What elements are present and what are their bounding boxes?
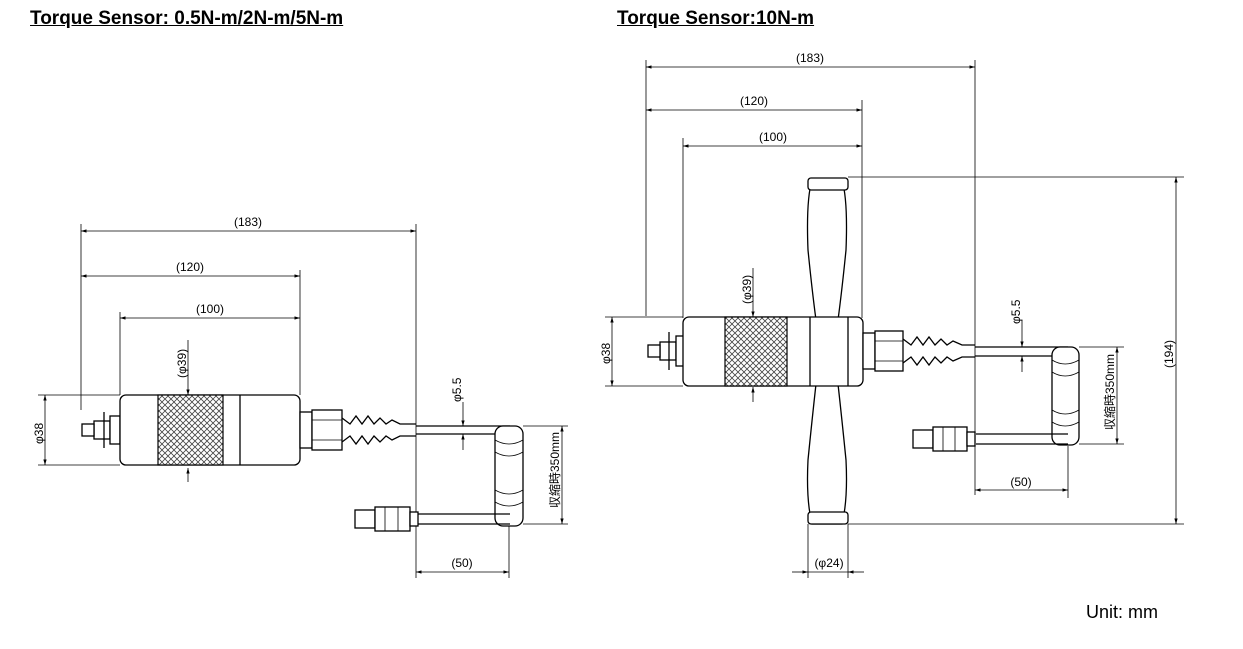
unit-label: Unit: mm	[1086, 602, 1158, 622]
left-knurl-grip	[157, 394, 224, 466]
title-left: Torque Sensor: 0.5N-m/2N-m/5N-m	[30, 8, 344, 29]
left-connector-nut	[311, 409, 343, 451]
left-dim-50: (50)	[451, 556, 472, 570]
right-dim-183: (183)	[796, 51, 824, 65]
right-dim-phi39: (φ39)	[740, 275, 754, 304]
left-dim-183: (183)	[234, 215, 262, 229]
title-right: Torque Sensor:10N-m	[617, 8, 815, 29]
left-dim-phi5-5: φ5.5	[450, 377, 464, 402]
right-cable-coil	[1051, 346, 1080, 446]
right-knurl-grip	[724, 316, 788, 387]
right-dim-phi38: φ38	[599, 343, 613, 364]
right-dim-100: (100)	[759, 130, 787, 144]
right-dim-50: (50)	[1010, 475, 1031, 489]
left-dim-phi39: (φ39)	[175, 349, 189, 378]
right-handle-bottom	[806, 383, 848, 525]
left-dim-120: (120)	[176, 260, 204, 274]
left-plug	[354, 509, 376, 529]
left-cable-coil	[494, 425, 524, 527]
right-drawing: (183) (120) (100) (φ39) φ38	[599, 51, 1184, 578]
right-dim-phi5-5: φ5.5	[1009, 299, 1023, 324]
left-strain-relief	[341, 414, 416, 426]
left-dim-phi38: φ38	[32, 423, 46, 444]
right-dim-phi24: (φ24)	[814, 556, 843, 570]
right-handle-top	[806, 179, 848, 321]
right-shaft	[659, 341, 677, 361]
right-dim-350: 収縮時350mm	[1102, 354, 1117, 430]
left-shaft	[93, 420, 111, 440]
right-connector-nut	[874, 330, 904, 372]
left-dim-100: (100)	[196, 302, 224, 316]
right-dim-120: (120)	[740, 94, 768, 108]
left-dim-350: 収縮時350mm	[547, 432, 562, 508]
right-plug	[912, 429, 934, 449]
right-dim-194: (194)	[1162, 340, 1176, 368]
right-strain-relief	[902, 335, 975, 347]
left-drawing: (183) (120) (100) (φ39) φ38	[32, 215, 568, 578]
